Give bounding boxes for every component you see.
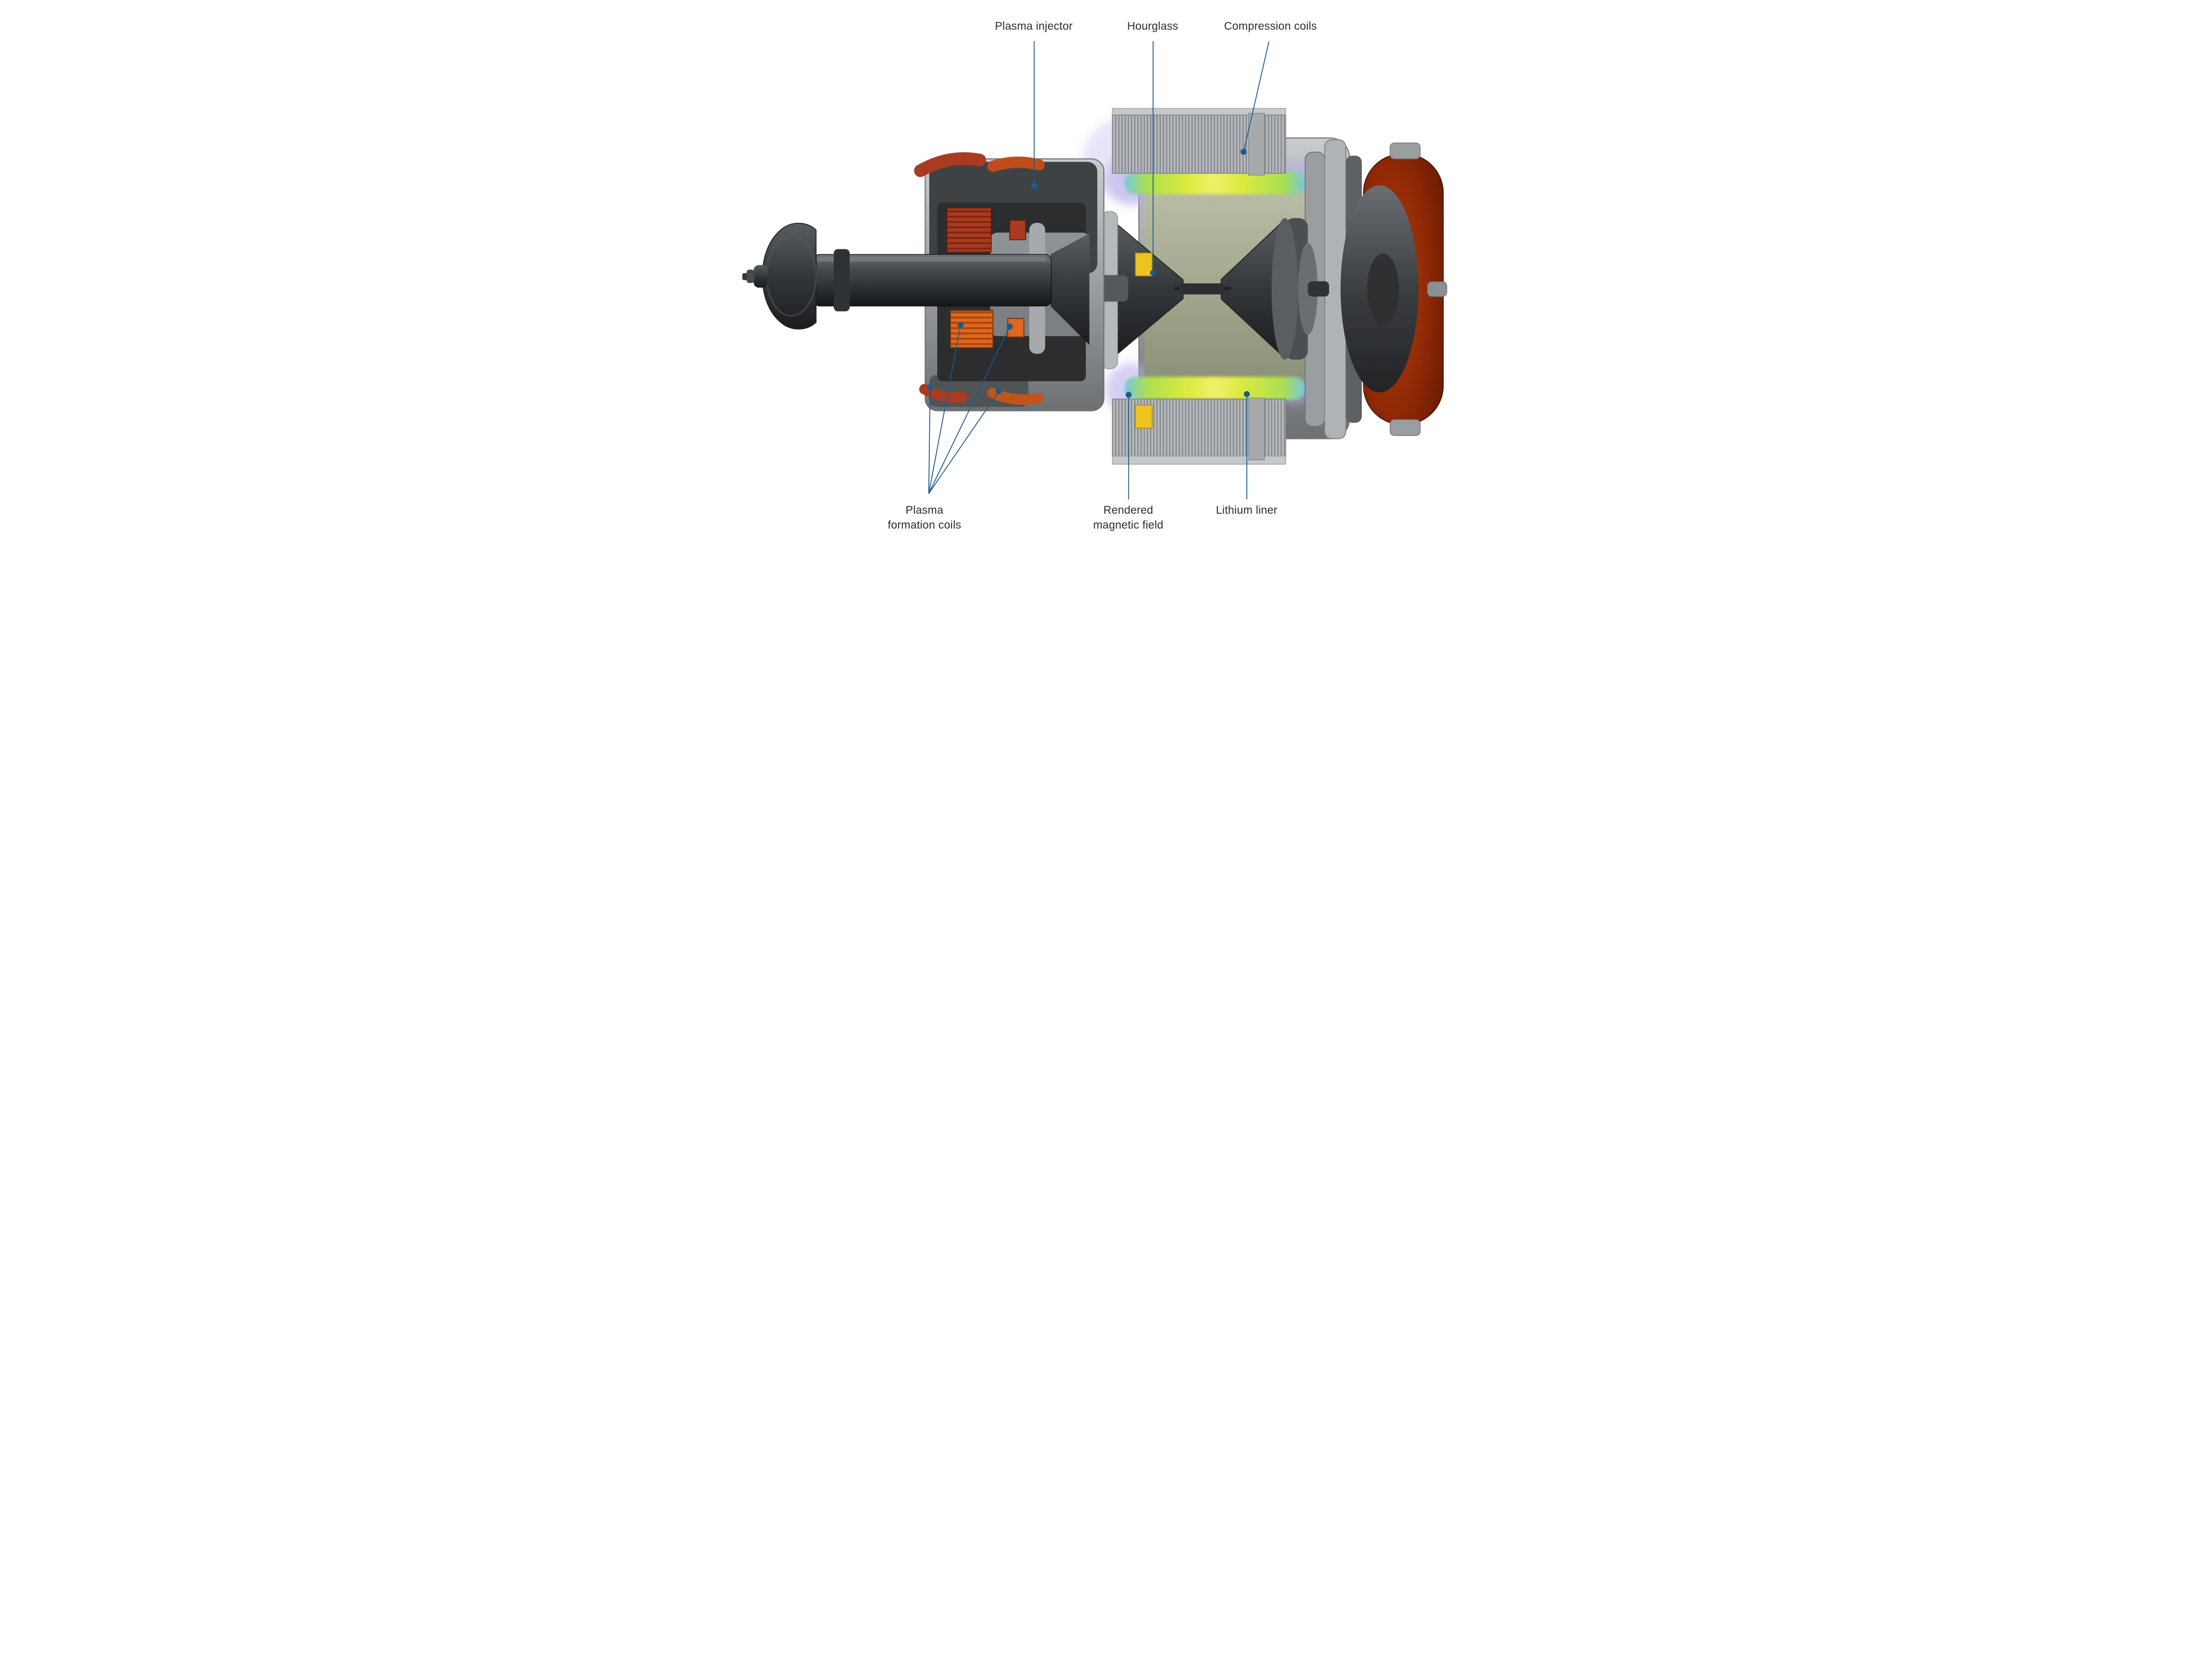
- rear-hub: [1367, 253, 1399, 324]
- dot-formation-coils-3: [1007, 323, 1013, 330]
- fusion-machine-cutaway: [742, 41, 1447, 500]
- leader-formation-coils-4: [928, 391, 999, 494]
- rear-shaft-stub: [1427, 281, 1447, 297]
- barrel-highlight: [817, 257, 1047, 262]
- formation-coil-upper-small: [1009, 220, 1026, 240]
- compression-coils-top: [1112, 108, 1286, 176]
- dot-formation-coils-1: [927, 384, 934, 391]
- leader-lines: [928, 41, 1269, 500]
- dot-hourglass: [1150, 270, 1156, 276]
- figure-canvas: Plasma injector Hourglass Compression co…: [737, 0, 1475, 553]
- hourglass-waist: [1179, 283, 1224, 295]
- label-plasma-formation-coils: Plasma formation coils: [887, 504, 962, 531]
- label-lithium-liner: Lithium liner: [1216, 504, 1277, 516]
- machine-illustration: [742, 41, 1447, 500]
- label-plasma-injector: Plasma injector: [995, 20, 1073, 32]
- dot-compression-coils: [1240, 149, 1247, 155]
- formation-coil-upper: [946, 207, 992, 253]
- label-rendered-magnetic-field: Rendered magnetic field: [1093, 504, 1164, 531]
- label-compression-coils: Compression coils: [1224, 20, 1317, 32]
- rear-end-cap: [1341, 142, 1447, 436]
- label-hourglass: Hourglass: [1127, 20, 1179, 32]
- dot-magnetic-field: [1126, 392, 1132, 398]
- leader-formation-coils-2: [928, 325, 961, 494]
- dot-lithium-liner: [1243, 391, 1250, 398]
- formation-coil-lower: [950, 310, 993, 348]
- barrel-collar: [834, 249, 850, 312]
- rear-inner-electrode: [1272, 218, 1329, 360]
- injector-inlet-stub: [742, 265, 768, 288]
- dot-formation-coils-4: [996, 388, 1002, 394]
- dot-plasma-injector: [1031, 183, 1038, 189]
- leader-formation-coils-3: [928, 326, 1010, 494]
- dot-formation-coils-2: [957, 322, 964, 329]
- lithium-liner-bottom: [1125, 377, 1306, 400]
- leader-dots: [927, 149, 1250, 398]
- leader-formation-coils-1: [928, 387, 931, 494]
- lithium-liner-top: [1125, 171, 1306, 194]
- leader-compression-coils: [1243, 41, 1269, 152]
- barrel-cone: [1050, 234, 1090, 345]
- injector-end-dome: [762, 222, 817, 330]
